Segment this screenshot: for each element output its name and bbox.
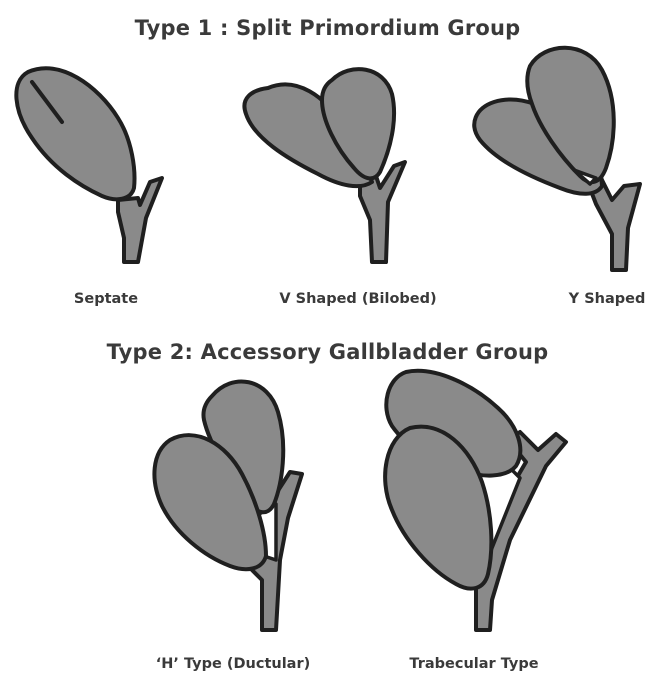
h-type-gallbladder-illustration (154, 381, 302, 630)
trabecular-gallbladder-illustration (385, 371, 566, 630)
caption-h-type: ‘H’ Type (Ductular) (156, 656, 310, 672)
caption-septate: Septate (74, 291, 138, 307)
septate-gallbladder-illustration (16, 68, 162, 262)
caption-trabecular: Trabecular Type (409, 656, 538, 672)
caption-y-shaped: Y Shaped (569, 291, 646, 307)
v-shaped-gallbladder-illustration (244, 69, 405, 262)
caption-v-shaped: V Shaped (Bilobed) (279, 291, 436, 307)
y-shaped-gallbladder-illustration (474, 48, 640, 270)
